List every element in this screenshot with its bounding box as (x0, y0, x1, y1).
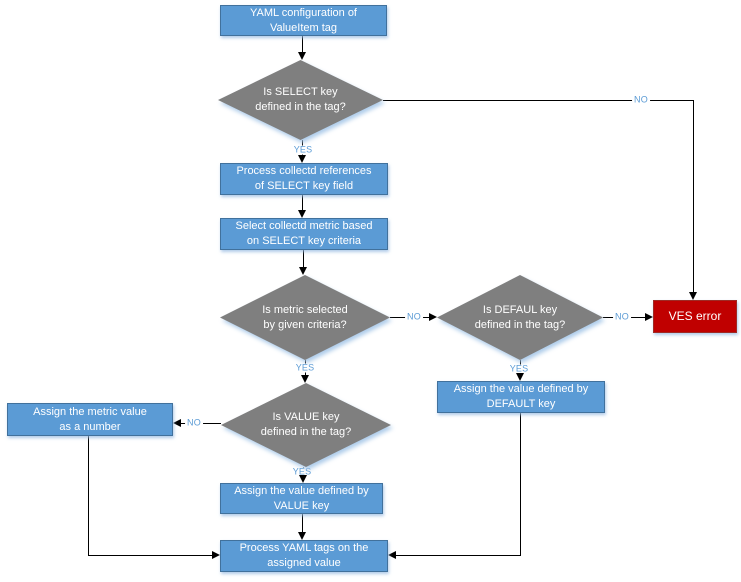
edge-label-metric-no: NO (405, 311, 423, 322)
node-yaml-configuration: YAML configuration of ValueItem tag (220, 5, 387, 36)
node-select-collectd-metric: Select collectd metric based on SELECT k… (220, 218, 388, 250)
node-is-select-key-label: Is SELECT key defined in the tag? (255, 86, 346, 113)
node-is-value-key: Is VALUE key defined in the tag? (221, 383, 391, 467)
connector-refs-metric (302, 195, 303, 211)
is-select-key-diamond: Is SELECT key defined in the tag? (218, 60, 383, 140)
edge-label-default-yes: YES (507, 363, 531, 374)
connector-metric-decision (303, 250, 304, 268)
node-assign-default-value-label: Assign the value defined by DEFAULT key (453, 383, 589, 410)
arrowhead-default-no (645, 313, 653, 321)
node-process-yaml-tags: Process YAML tags on the assigned value (220, 540, 388, 572)
arrowhead-value-no (173, 419, 181, 427)
edge-label-metric-yes: YES (293, 362, 317, 373)
arrowhead-start-select (298, 52, 306, 60)
node-assign-value-key-label: Assign the value defined by VALUE key (234, 484, 369, 512)
node-ves-error-label: VES error (668, 309, 722, 324)
node-process-yaml-tags-label: Process YAML tags on the assigned value (239, 542, 369, 569)
node-is-default-key-label: Is DEFAUL key defined in the tag? (474, 303, 566, 331)
node-process-collectd-references: Process collectd references of SELECT ke… (220, 163, 388, 195)
connector-valuebox-tags (302, 514, 303, 533)
edge-label-value-no: NO (185, 417, 203, 428)
arrowhead-metric-yes (301, 375, 309, 383)
node-yaml-configuration-label: YAML configuration of ValueItem tag (249, 6, 357, 34)
node-process-collectd-references-label: Process collectd references of SELECT ke… (236, 165, 372, 192)
is-default-key-diamond: Is DEFAUL key defined in the tag? (437, 275, 603, 360)
arrowhead-value-yes (299, 475, 307, 483)
is-metric-selected-diamond: Is metric selected by given criteria? (220, 275, 390, 360)
arrowhead-defaultbox-tags (388, 551, 396, 559)
arrowhead-default-yes (516, 373, 524, 381)
edge-label-select-no: NO (632, 94, 650, 105)
node-assign-value-key: Assign the value defined by VALUE key (220, 483, 383, 514)
edge-label-value-yes: YES (290, 466, 314, 477)
connector-numberbox-h (88, 555, 213, 556)
connector-select-no-v (693, 100, 694, 292)
node-is-value-key-label: Is VALUE key defined in the tag? (260, 411, 352, 438)
node-assign-metric-number-label: Assign the metric value as a number (33, 405, 147, 433)
edge-label-select-yes: YES (291, 144, 315, 155)
node-is-select-key: Is SELECT key defined in the tag? (218, 60, 383, 140)
node-is-metric-selected: Is metric selected by given criteria? (220, 275, 390, 360)
node-is-metric-selected-label: Is metric selected by given criteria? (262, 303, 348, 331)
node-assign-default-value: Assign the value defined by DEFAULT key (437, 381, 605, 413)
connector-select-no-h (383, 100, 693, 101)
connector-numberbox-v (88, 436, 89, 555)
connector-defaultbox-h (396, 555, 521, 556)
connector-defaultbox-v (520, 413, 521, 556)
arrowhead-valuebox-tags (298, 532, 306, 540)
node-is-default-key: Is DEFAUL key defined in the tag? (437, 275, 603, 360)
connector-start-select (302, 36, 303, 53)
node-assign-metric-number: Assign the metric value as a number (7, 403, 173, 436)
node-ves-error: VES error (653, 300, 737, 333)
edge-label-default-no: NO (613, 311, 631, 322)
arrowhead-select-yes (298, 155, 306, 163)
node-select-collectd-metric-label: Select collectd metric based on SELECT k… (235, 220, 373, 247)
arrowhead-select-no (689, 292, 697, 300)
arrowhead-refs-metric (298, 210, 306, 218)
arrowhead-metric-no (429, 313, 437, 321)
arrowhead-metric-decision (299, 267, 307, 275)
is-value-key-diamond: Is VALUE key defined in the tag? (221, 383, 391, 467)
arrowhead-numberbox-tags (212, 551, 220, 559)
